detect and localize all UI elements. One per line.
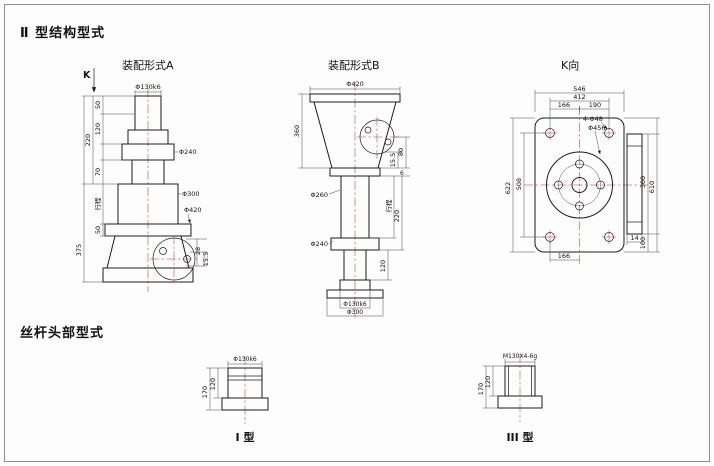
view-k-dim-508: 508 [515, 178, 523, 190]
view-k-dim-622: 622 [504, 182, 512, 194]
head-type1-dim-120: 120 [209, 378, 217, 390]
view-a-dim-phi130: Φ130k6 [135, 83, 160, 91]
view-b-dim-phi240: Φ240 [310, 240, 328, 248]
view-a-dim-50-bottom: 50 [94, 226, 102, 234]
view-b-dim-220: 220 [393, 210, 401, 222]
view-k-dim-166-bottom: 166 [558, 252, 570, 260]
view-b-dim-phi260: Φ260 [310, 191, 328, 199]
view-a-dim-15-5: 15.5 [202, 252, 210, 266]
view-b-dim-80: 80 [397, 148, 405, 156]
head-type1-drawing: Φ130k6 120 170 [201, 356, 269, 424]
view-k-dim-166-top: 166 [558, 101, 570, 109]
section-title-type2: Ⅱ 型结构型式 [20, 26, 106, 41]
view-a-dim-stroke: 行程 [93, 197, 102, 211]
view-b-dim-120: 120 [379, 260, 387, 272]
head-type1-label: I 型 [235, 431, 255, 444]
view-a-k-direction-label: K [83, 70, 91, 81]
view-a-dim-220: 220 [84, 134, 92, 146]
view-k-drawing [524, 106, 650, 264]
view-k-dim-360: 360 [639, 176, 647, 188]
head-type3-label: III 型 [506, 431, 534, 444]
view-b-dimensions: Φ420 360 80 15.5 6 行程 220 Φ260 [293, 80, 410, 317]
view-b-dim-stroke: 行程 [384, 199, 393, 213]
view-a-dim-28: 28 [194, 247, 202, 255]
view-k-dim-100: 100 [639, 237, 647, 249]
view-k-dim-14: 14 [630, 234, 638, 242]
view-a-title: 装配形式A [122, 59, 174, 72]
view-k-dim-bolt-circle: Φ456 [588, 124, 606, 132]
view-b-dim-6: 6 [400, 170, 404, 177]
head-type3-dim-170: 170 [477, 383, 485, 395]
view-k-dim-holes: 4-Φ48 [583, 115, 603, 123]
head-type3-dim-thread: M130X4-6g [503, 353, 538, 360]
view-a-drawing: K [83, 68, 199, 292]
head-type3-drawing: M130X4-6g 120 170 [477, 353, 543, 422]
view-b-dim-360: 360 [293, 125, 301, 137]
view-k-dim-190: 190 [589, 101, 601, 109]
view-a-dim-50-top: 50 [94, 101, 102, 109]
head-type1-dim-phi130: Φ130k6 [233, 356, 257, 363]
view-k-dim-412: 412 [573, 93, 585, 101]
view-b-title: 装配形式B [328, 59, 380, 72]
view-a-dim-375: 375 [75, 244, 83, 256]
view-a-dim-phi300: Φ300 [182, 190, 200, 198]
view-b-dim-15-5: 15.5 [389, 153, 397, 167]
view-a-dimensions: 50 120 220 70 行程 50 375 Φ130k6 Φ240 Φ300… [75, 83, 210, 283]
section-title-head: 丝杆头部型式 [20, 326, 105, 341]
view-k-dim-610: 610 [648, 181, 656, 193]
head-type3-dim-120: 120 [484, 376, 492, 388]
view-a-dim-70: 70 [94, 168, 102, 176]
view-b-dim-phi130: Φ130k6 [343, 301, 367, 308]
view-a-dim-phi420: Φ420 [184, 206, 202, 214]
view-a-dim-120: 120 [94, 123, 102, 135]
view-b-dim-phi300: Φ300 [347, 309, 363, 316]
view-b-dim-phi420: Φ420 [346, 80, 364, 88]
view-a-dim-phi240: Φ240 [179, 148, 197, 156]
view-k-dim-546: 546 [573, 85, 585, 93]
view-k-title: K向 [561, 59, 580, 72]
head-type1-dim-170: 170 [201, 386, 209, 398]
view-k-dimensions: 546 412 166 190 4-Φ48 Φ456 622 508 [504, 85, 660, 262]
